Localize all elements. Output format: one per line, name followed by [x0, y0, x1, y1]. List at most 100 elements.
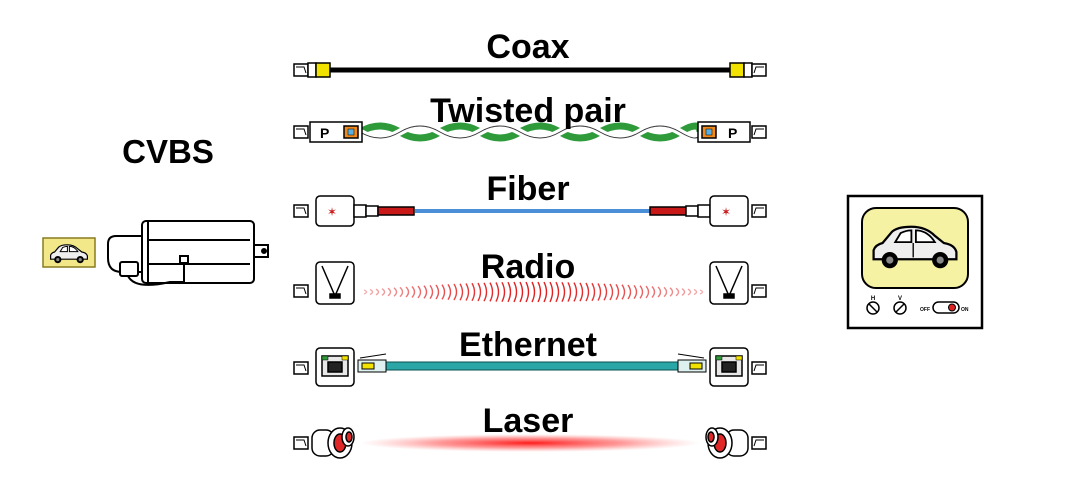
radio-wave-arc	[645, 285, 650, 299]
car-icon	[872, 225, 958, 269]
balun-adapter-right: P	[697, 121, 751, 143]
radio-wave-arc	[609, 283, 614, 301]
laser-head-right	[705, 427, 749, 459]
radio-wave-arc	[573, 282, 578, 302]
radio-wave-arc	[699, 289, 704, 295]
bnc-connector-icon	[293, 63, 309, 77]
fiber-transceiver-left: ✶	[315, 195, 415, 227]
svg-text:P: P	[320, 125, 329, 141]
bnc-connector-icon	[751, 204, 767, 218]
radio-wave-arc	[657, 286, 662, 298]
coax-connector-left	[315, 62, 331, 78]
radio-wave-arc	[435, 284, 440, 300]
radio-wave-arc	[675, 287, 680, 297]
radio-wave-arc	[429, 284, 434, 300]
radio-wave-arc	[519, 281, 524, 303]
rj45-port-icon	[315, 347, 355, 387]
radio-wave-arc	[369, 288, 374, 296]
radio-wave-arc	[405, 286, 410, 298]
antenna-icon	[709, 261, 749, 305]
link-label-twisted-pair: Twisted pair	[430, 92, 626, 130]
radio-wave-arc	[489, 282, 494, 302]
radio-wave-arc	[555, 281, 560, 303]
radio-wave-arc	[567, 282, 572, 302]
radio-wave-arc	[579, 282, 584, 302]
laser-beam	[360, 434, 700, 452]
twisted-pair-cable	[358, 122, 704, 142]
link-label-fiber: Fiber	[486, 170, 569, 208]
radio-wave-arc	[399, 286, 404, 298]
switch-on-label: ON	[961, 307, 969, 313]
link-twisted-pair: Twisted pair P P	[293, 92, 767, 143]
h-knob-icon	[866, 301, 880, 315]
link-coax: Coax	[293, 28, 767, 78]
bnc-connector-icon	[293, 361, 309, 375]
radio-wave-arc	[561, 281, 566, 303]
v-knob-label: V	[898, 296, 902, 302]
radio-wave-arc	[495, 282, 500, 302]
source-label: CVBS	[122, 133, 214, 170]
radio-wave-arc	[669, 287, 674, 297]
v-knob-icon	[893, 301, 907, 315]
radio-wave-arc	[417, 285, 422, 299]
radio-wave-arc	[375, 288, 380, 296]
fiber-transceiver-right: ✶	[649, 195, 749, 227]
radio-wave-arc	[651, 286, 656, 298]
bnc-connector-icon	[751, 63, 767, 77]
link-fiber: Fiber ✶ ✶	[293, 170, 767, 227]
radio-wave-arc	[537, 281, 542, 303]
radio-wave-arc	[483, 282, 488, 302]
bnc-connector-icon	[293, 436, 309, 450]
radio-wave-arc	[507, 281, 512, 303]
radio-wave-arc	[693, 288, 698, 296]
link-laser: Laser	[293, 402, 767, 459]
car-badge	[42, 237, 96, 268]
svg-text:P: P	[728, 125, 737, 141]
radio-wave-arc	[687, 288, 692, 296]
radio-wave-arc	[621, 284, 626, 300]
radio-wave-arc	[423, 285, 428, 299]
coax-connector-right	[729, 62, 745, 78]
antenna-icon	[315, 261, 355, 305]
link-label-ethernet: Ethernet	[459, 326, 597, 364]
radio-wave-arc	[459, 283, 464, 301]
radio-wave-arc	[591, 282, 596, 302]
h-knob-label: H	[871, 296, 875, 302]
radio-wave-arc	[381, 288, 386, 296]
radio-wave-arc	[471, 282, 476, 302]
bnc-connector-icon	[751, 436, 767, 450]
switch-off-label: OFF	[920, 307, 930, 313]
radio-wave-arc	[453, 283, 458, 301]
link-label-laser: Laser	[483, 402, 574, 440]
radio-wave-arc	[627, 284, 632, 300]
radio-wave-arc	[411, 286, 416, 298]
laser-head-left	[311, 427, 355, 459]
bnc-connector-icon	[751, 125, 767, 139]
svg-text:✶: ✶	[721, 205, 731, 219]
radio-wave-arc	[603, 283, 608, 301]
bnc-connector-icon	[751, 361, 767, 375]
radio-wave-arc	[549, 281, 554, 303]
link-ethernet: Ethernet	[293, 326, 767, 387]
camera-icon	[107, 220, 269, 286]
radio-wave-arc	[441, 284, 446, 300]
radio-wave-arc	[465, 283, 470, 301]
rj45-plug-right	[677, 353, 707, 373]
radio-wave-arc	[663, 286, 668, 298]
link-label-coax: Coax	[486, 28, 569, 66]
link-label-radio: Radio	[481, 248, 575, 286]
radio-wave-arc	[447, 283, 452, 301]
radio-wave-arc	[513, 281, 518, 303]
radio-wave-arc	[639, 285, 644, 299]
radio-wave-arc	[501, 281, 506, 303]
balun-adapter-left: P	[309, 121, 363, 143]
radio-wave-arc	[615, 283, 620, 301]
monitor-icon: H V OFF ON	[846, 194, 984, 330]
radio-wave-arc	[363, 289, 368, 295]
radio-wave-arc	[525, 281, 530, 303]
bnc-connector-icon	[751, 284, 767, 298]
radio-wave-arc	[597, 283, 602, 301]
radio-wave-arc	[633, 284, 638, 300]
ethernet-cable	[385, 361, 679, 371]
radio-wave-arc	[585, 282, 590, 302]
